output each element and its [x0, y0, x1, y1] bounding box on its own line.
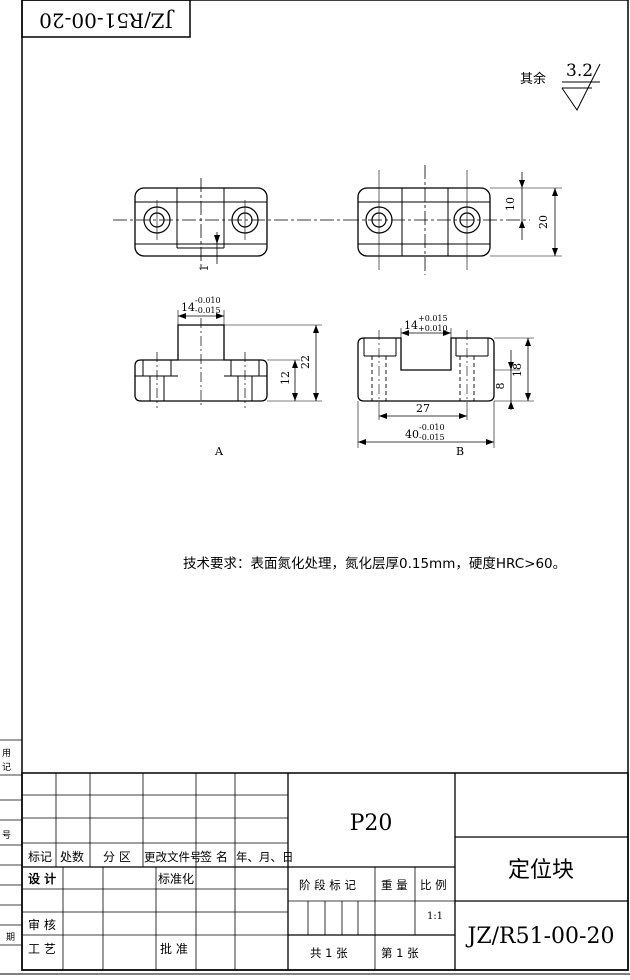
label-weight: 重 量	[381, 878, 408, 892]
dim-b-27: 27	[416, 402, 430, 415]
top-drawing-number: JZ/R51-00-20	[39, 9, 175, 33]
label-process: 工 艺	[28, 942, 56, 956]
part-name: 定位块	[508, 858, 574, 883]
margin-yong: 用	[2, 748, 11, 759]
scale-value: 1:1	[427, 911, 443, 922]
label-standardization: 标准化	[158, 872, 194, 886]
label-scale: 比 例	[420, 878, 447, 892]
total-sheets: 共 1 张	[310, 946, 348, 960]
dim-a-14-tol-lower: -0.015	[195, 306, 221, 315]
surface-roughness-symbol: 其余 3.2	[520, 61, 601, 111]
dim-b-40-tol-upper: -0.010	[419, 423, 445, 432]
header-mark: 标记	[28, 850, 52, 864]
dim-a-12: 12	[279, 371, 292, 385]
material-p20: P20	[350, 811, 393, 836]
sheet-number: 第 1 张	[381, 946, 419, 960]
top-drawing-number-box: JZ/R51-00-20	[21, 0, 191, 38]
section-view-b: 14 +0.015 +0.010 8 18 27 40 -0.010 -0.01…	[357, 314, 534, 448]
dim-b-14-tol-upper: +0.015	[418, 314, 448, 323]
label-review: 审 核	[28, 917, 56, 932]
dim-a-22: 22	[299, 355, 312, 369]
dim-b-14: 14	[404, 319, 418, 332]
view-b-label: B	[456, 445, 464, 458]
header-count: 处数	[60, 849, 84, 864]
title-drawing-number: JZ/R51-00-20	[466, 924, 615, 949]
dim-b-18: 18	[511, 363, 524, 377]
dim-a-14-tol-upper: -0.010	[195, 296, 221, 305]
margin-qi: 期	[6, 932, 15, 943]
label-stage-mark: 阶 段 标 记	[299, 878, 356, 892]
front-view-a: 14 -0.010 -0.015 12 22	[134, 296, 322, 408]
side-margin-table: 用 记 号 期	[0, 739, 22, 946]
title-block	[21, 772, 629, 971]
dim-a-14: 14	[181, 301, 195, 314]
header-signature: 签 名	[200, 849, 228, 864]
title-block-text: 标记 处数 分 区 更改文件号 签 名 年、月、日 设 计 标准化 审 核 工 …	[28, 811, 614, 960]
roughness-value: 3.2	[566, 61, 593, 81]
header-zone: 分 区	[103, 850, 131, 864]
dim-b-40: 40	[405, 428, 419, 441]
header-date: 年、月、日	[236, 850, 294, 864]
label-design: 设 计	[28, 871, 56, 886]
dim-b-14-tol-lower: +0.010	[418, 324, 448, 333]
view-a-label: A	[214, 445, 224, 458]
margin-ji: 记	[2, 762, 11, 773]
dim-b-8: 8	[494, 383, 507, 390]
dim-b-40-tol-lower: -0.015	[419, 433, 445, 442]
header-change-doc: 更改文件号	[144, 850, 202, 864]
drawing-border	[21, 0, 629, 971]
label-approve: 批 准	[160, 941, 188, 956]
dim-top-20: 20	[537, 215, 550, 229]
top-view-left: 1	[113, 178, 345, 272]
dim-top-1: 1	[198, 265, 211, 272]
roughness-prefix: 其余	[520, 71, 546, 87]
dim-top-10: 10	[504, 197, 517, 211]
technical-requirements: 技术要求：表面氮化处理，氮化层厚0.15mm，硬度HRC>60。	[183, 556, 566, 572]
margin-hao: 号	[2, 830, 11, 841]
top-view-right: 10 20	[345, 165, 562, 275]
